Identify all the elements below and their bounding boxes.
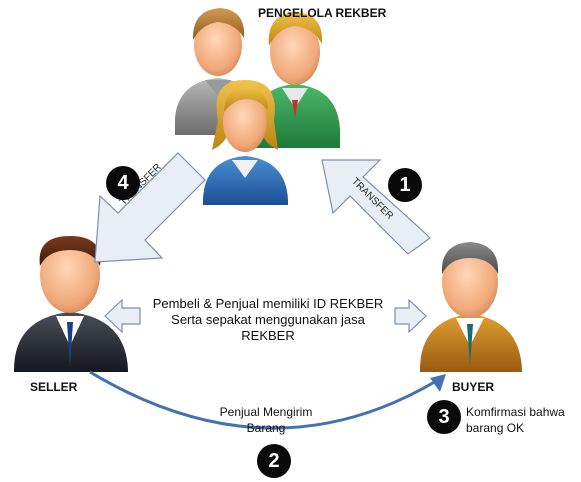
manager-group-icon: [175, 8, 340, 205]
agreement-line-3: REKBER: [241, 328, 295, 343]
step-4-badge: 4: [106, 166, 140, 200]
step-3-badge: 3: [427, 400, 461, 434]
agreement-text: Pembeli & Penjual memiliki ID REKBER Ser…: [140, 296, 396, 344]
confirm-line-1: Komfirmasi bahwa: [466, 405, 565, 419]
confirm-line-2: barang OK: [466, 421, 525, 435]
step-2-badge: 2: [257, 444, 291, 478]
shipping-line-2: Barang: [246, 421, 286, 435]
buyer-person-icon: [420, 242, 522, 372]
shipping-text: Penjual Mengirim Barang: [206, 404, 326, 436]
info-arrow-left-icon: [104, 298, 141, 334]
transfer-arrow-left-icon: [94, 152, 206, 263]
seller-label: SELLER: [30, 380, 78, 394]
shipping-curve-arrow: [89, 370, 446, 430]
transfer-arrow-right-icon: [321, 159, 431, 255]
seller-person-icon: [14, 236, 128, 372]
shipping-line-1: Penjual Mengirim: [219, 405, 313, 419]
step-1-badge: 1: [388, 168, 422, 202]
buyer-label: BUYER: [452, 380, 495, 394]
agreement-line-2: Serta sepakat menggunakan jasa: [171, 312, 365, 327]
confirm-text: Komfirmasi bahwa barang OK: [466, 404, 565, 436]
manager-person-woman-icon: [203, 80, 288, 205]
agreement-line-1: Pembeli & Penjual memiliki ID REKBER: [152, 296, 384, 311]
manager-group-label: PENGELOLA REKBER: [258, 6, 387, 20]
info-arrow-right-icon: [394, 298, 427, 334]
